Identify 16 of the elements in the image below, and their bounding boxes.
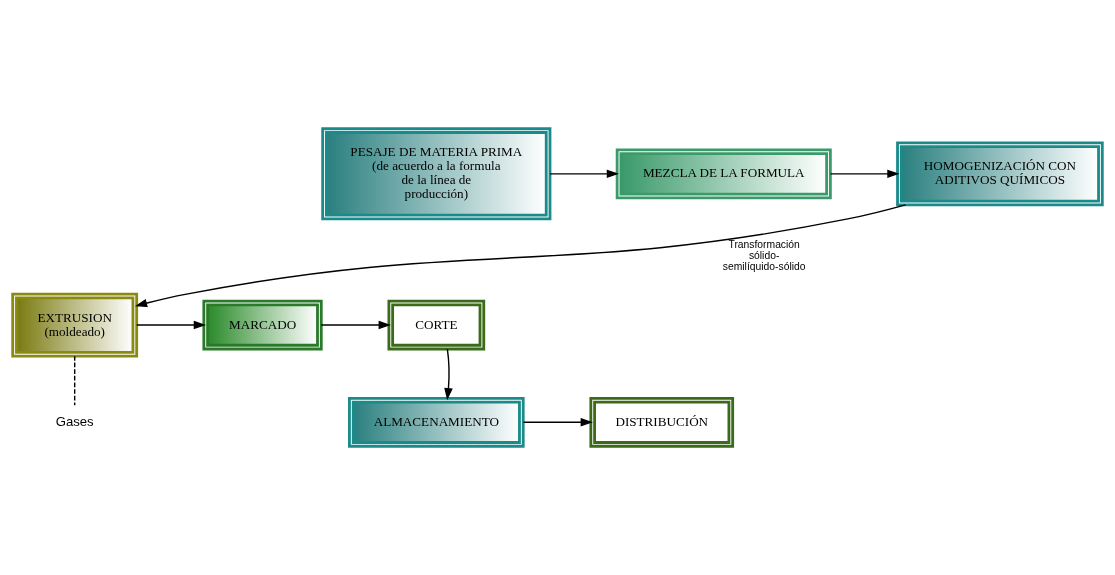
node-box: EXTRUSION (moldeado) (11, 292, 139, 358)
arrow (136, 320, 206, 330)
node-box: DISTRIBUCIÓN (589, 396, 735, 448)
connector (74, 355, 76, 406)
arrow (320, 320, 391, 330)
node-box: PESAJE DE MATERIA PRIMA (de acuerdo a la formula de la línea de producción) (321, 127, 552, 221)
edge-label: Transformación sólido- semilíquido-sólido (722, 238, 806, 273)
arrow (444, 348, 453, 401)
arrow (549, 169, 619, 179)
arrow (829, 169, 900, 179)
arrow (522, 418, 593, 427)
node-box: MEZCLA DE LA FORMULA (615, 148, 832, 200)
node-box: MARCADO (202, 299, 323, 351)
arrow (134, 204, 907, 308)
node-box: CORTE (387, 299, 486, 351)
node-text: Gases (55, 413, 94, 429)
